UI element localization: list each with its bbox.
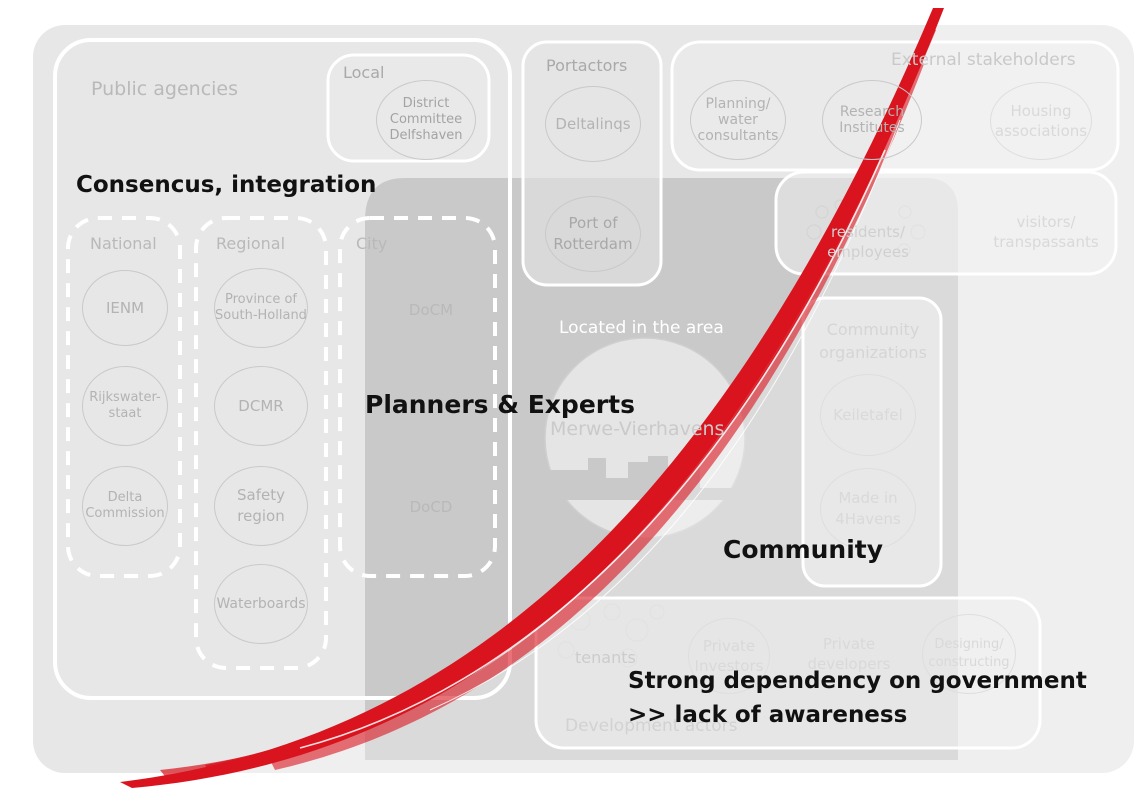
regional-box — [194, 216, 328, 670]
development-box — [534, 596, 1042, 750]
node-merwe-vierhavens: Merwe-Vierhavens — [550, 418, 725, 440]
city-box — [338, 216, 497, 578]
node-delta-commission: Delta Commission — [82, 466, 168, 546]
node-port-of-rotterdam: Port of Rotterdam — [545, 196, 641, 272]
public-agencies-box — [53, 38, 512, 700]
node-private-investors: Private Investors — [688, 618, 770, 694]
node-keiletafel: Keiletafel — [820, 374, 916, 456]
node-private-developers: Private developers — [807, 635, 891, 673]
development-label: Development actors — [565, 716, 738, 736]
node-rijkswaterstaat: Rijkswater- staat — [82, 366, 168, 446]
node-residents: residents/ employees — [827, 223, 909, 261]
consensus-annotation: Consencus, integration — [76, 172, 377, 198]
node-safety-region: Safety region — [214, 466, 308, 546]
node-deltalinqs: Deltalinqs — [545, 86, 641, 162]
dependency-annotation-line2: >> lack of awareness — [628, 702, 908, 728]
node-tenants: tenants — [575, 648, 636, 667]
located-label: Located in the area — [559, 318, 724, 338]
public-agencies-label: Public agencies — [91, 78, 239, 100]
national-box — [66, 216, 182, 578]
brush-highlights — [299, 119, 901, 749]
portactors-label: Portactors — [546, 56, 628, 75]
node-docm: DoCM — [386, 270, 476, 350]
node-research-institutes: Research Institutes — [822, 80, 922, 160]
node-housing-associations: Housing associations — [990, 82, 1092, 160]
external-label: External stakeholders — [891, 50, 1076, 70]
planners-annotation: Planners & Experts — [365, 390, 635, 419]
node-doc-middle — [386, 368, 476, 450]
node-ienm: IENM — [82, 270, 168, 346]
faded-area — [90, 0, 1134, 788]
node-made-in-4havens: Made in 4Havens — [820, 468, 916, 550]
national-label: National — [90, 234, 157, 253]
dependency-annotation-line1: Strong dependency on government — [628, 668, 1087, 694]
community-orgs-label: Community organizations — [819, 320, 927, 362]
regional-label: Regional — [216, 234, 286, 253]
tenant-bubbles — [557, 603, 665, 668]
node-province: Province of South-Holland — [214, 268, 308, 348]
local-label: Local — [343, 63, 385, 82]
node-dcmr: DCMR — [214, 366, 308, 446]
community-annotation: Community — [723, 535, 884, 564]
node-district-committee: District Committee Delfshaven — [376, 80, 476, 160]
city-label: City — [356, 234, 388, 253]
node-planning-consultants: Planning/ water consultants — [690, 80, 786, 160]
node-visitors: visitors/ transpassants — [993, 213, 1099, 251]
node-designing-constructing: Designing/ constructing — [922, 614, 1016, 694]
node-docd: DoCD — [386, 466, 476, 548]
node-waterboards: Waterboards — [214, 564, 308, 644]
